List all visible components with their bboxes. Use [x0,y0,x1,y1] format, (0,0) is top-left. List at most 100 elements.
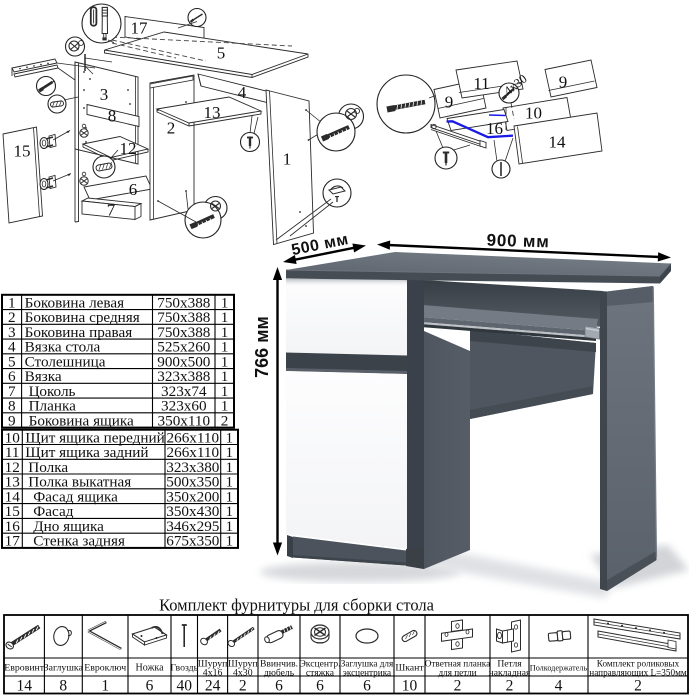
svg-text:Вязка стола: Вязка стола [25,339,101,356]
svg-text:Дно ящика: Дно ящика [33,518,104,535]
svg-text:1: 1 [221,398,229,415]
svg-text:4: 4 [555,678,563,695]
svg-text:323х60: 323х60 [161,398,207,415]
svg-text:Шуруп: Шуруп [228,659,258,670]
svg-text:10: 10 [402,678,418,695]
svg-text:266х110: 266х110 [167,444,220,461]
svg-text:3: 3 [100,85,109,104]
svg-text:1: 1 [221,324,229,341]
svg-text:Щит ящика задний: Щит ящика задний [25,444,148,461]
svg-text:1: 1 [221,353,229,370]
svg-text:8: 8 [8,398,16,415]
svg-text:Фасад ящика: Фасад ящика [33,488,118,505]
svg-text:1: 1 [221,368,229,385]
svg-text:900х500: 900х500 [157,353,211,370]
svg-text:1: 1 [226,518,234,535]
svg-text:900 мм: 900 мм [486,231,550,252]
svg-text:14: 14 [16,678,32,695]
svg-text:4х30: 4х30 [233,668,253,679]
svg-text:6: 6 [8,368,16,385]
svg-text:дюбель: дюбель [264,668,295,679]
svg-text:1: 1 [221,309,229,326]
svg-text:1: 1 [101,678,109,695]
svg-text:Цоколь: Цоколь [29,383,76,400]
svg-text:323х388: 323х388 [157,368,211,385]
svg-text:2: 2 [634,678,642,695]
svg-text:4х16: 4х16 [203,668,223,679]
svg-text:14: 14 [549,132,567,151]
svg-text:Боковина левая: Боковина левая [25,294,125,311]
svg-text:2: 2 [8,309,16,326]
svg-text:12: 12 [5,459,20,476]
svg-text:12: 12 [120,139,137,158]
svg-text:Шуруп: Шуруп [198,659,228,670]
svg-text:Вязка: Вязка [25,368,62,385]
svg-text:направляющих L=350мм: направляющих L=350мм [589,668,687,678]
svg-text:Ножка: Ножка [135,663,164,674]
svg-text:675х350: 675х350 [166,533,220,550]
svg-text:2: 2 [239,678,247,695]
svg-text:1: 1 [221,339,229,356]
svg-text:Комплект фурнитуры для сборки: Комплект фурнитуры для сборки стола [159,596,435,615]
svg-text:3: 3 [8,324,16,341]
svg-text:7: 7 [107,200,116,219]
svg-text:Евроключ: Евроключ [84,663,126,674]
svg-text:Боковина средняя: Боковина средняя [25,309,140,326]
svg-text:323х380: 323х380 [166,459,220,476]
svg-text:Эксцентр.: Эксцентр. [299,659,340,670]
svg-text:1: 1 [226,488,234,505]
svg-text:8: 8 [59,678,67,695]
svg-text:2: 2 [454,678,462,695]
svg-text:266х110: 266х110 [167,429,220,446]
svg-text:1: 1 [226,444,234,461]
svg-text:1: 1 [226,503,234,520]
svg-text:6: 6 [129,180,138,199]
svg-text:6: 6 [363,678,371,695]
svg-text:16: 16 [5,518,21,535]
svg-text:323х74: 323х74 [161,383,207,400]
svg-text:500х350: 500х350 [166,474,220,491]
svg-text:2: 2 [167,118,176,137]
svg-text:5: 5 [8,353,16,370]
svg-text:7: 7 [8,383,16,400]
svg-text:накладная: накладная [489,668,531,679]
svg-text:стяжка: стяжка [306,668,335,679]
svg-text:Гвоздь: Гвоздь [170,663,198,674]
svg-text:5: 5 [217,44,226,63]
svg-text:эксцентрика: эксцентрика [343,668,391,678]
svg-text:Комплект роликовых: Комплект роликовых [597,659,680,669]
svg-text:Фасад: Фасад [33,503,73,520]
svg-text:Полка выкатная: Полка выкатная [28,474,131,491]
svg-text:1: 1 [221,294,229,311]
svg-text:15: 15 [5,503,20,520]
svg-text:9: 9 [445,93,454,112]
svg-text:24: 24 [205,678,221,695]
svg-text:1: 1 [283,149,292,168]
svg-text:17: 17 [131,19,149,38]
svg-text:8: 8 [108,107,117,126]
svg-text:Заглушка для: Заглушка для [341,659,394,669]
svg-text:Полка: Полка [28,459,68,476]
svg-text:Планка: Планка [29,398,77,415]
svg-text:1: 1 [226,474,234,491]
svg-text:13: 13 [5,474,20,491]
svg-text:Петля: Петля [497,659,522,670]
svg-text:350х430: 350х430 [166,503,220,520]
svg-text:Шкант: Шкант [395,663,424,674]
svg-text:6: 6 [146,678,154,695]
svg-text:750х388: 750х388 [157,324,211,341]
svg-text:13: 13 [204,103,221,122]
svg-text:4: 4 [238,83,247,102]
svg-text:Стенка задняя: Стенка задняя [33,533,125,550]
svg-text:Заглушка: Заглушка [44,663,84,674]
svg-text:766 мм: 766 мм [252,316,272,378]
svg-text:для петли: для петли [438,668,476,678]
svg-text:750х388: 750х388 [157,309,211,326]
svg-text:9: 9 [559,73,568,92]
svg-text:16: 16 [486,119,503,138]
svg-text:1: 1 [226,533,234,550]
svg-text:11: 11 [473,74,489,93]
svg-text:Евровинт: Евровинт [4,663,45,674]
svg-text:Столешница: Столешница [25,353,106,370]
svg-text:10: 10 [5,429,21,446]
